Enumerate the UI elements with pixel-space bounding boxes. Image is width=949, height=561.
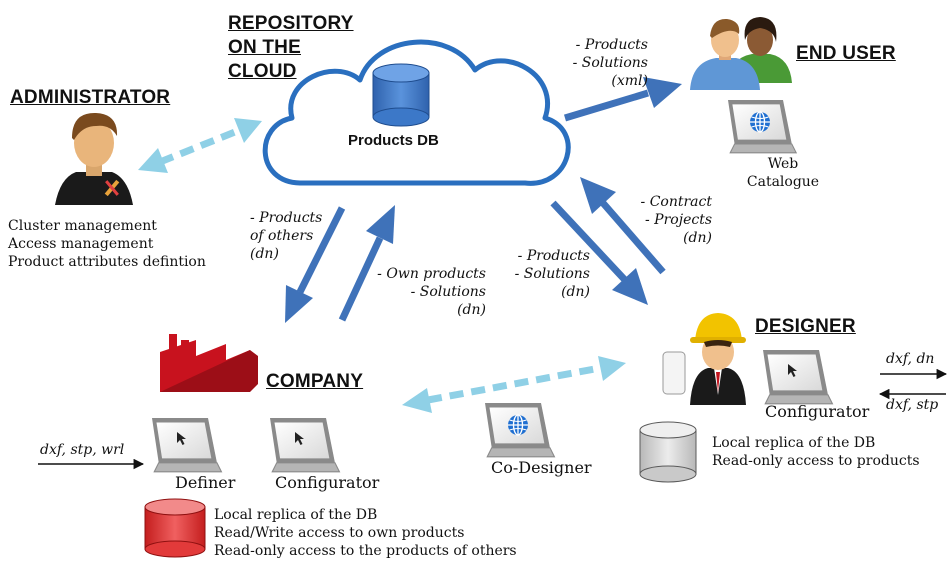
flow-label-line: - Products [250, 210, 323, 226]
repository-title-line: CLOUD [228, 61, 297, 82]
products-db-label: Products DB [348, 132, 439, 149]
flow-label-line: (xml) [611, 73, 648, 89]
flow-label-line: - Products [517, 248, 590, 264]
flow-label-from-company: - Own products - Solutions (dn) [360, 265, 486, 319]
company-db-note: Read-only access to the products of othe… [214, 543, 517, 559]
dashed-arrow-admin-cloud [138, 118, 262, 173]
company-db-notes: Local replica of the DB Read/Write acces… [214, 506, 517, 560]
designer-input-formats: dxf, stp [886, 397, 939, 413]
flow-label-to-company: - Products of others (dn) [250, 209, 322, 263]
products-db-icon [372, 63, 430, 127]
repository-title-line: ON THE [228, 37, 301, 58]
company-factory-icon [160, 334, 258, 392]
administrator-title: ADMINISTRATOR [10, 87, 171, 108]
flow-label-line: - Projects [645, 212, 712, 228]
web-catalogue-laptop-icon [727, 99, 797, 154]
flow-label-line: (dn) [457, 302, 486, 318]
end-user-title: END USER [796, 43, 896, 64]
designer-configurator-laptop-icon [762, 349, 834, 405]
flow-label-to-end-user: - Products - Solutions (xml) [548, 36, 648, 90]
flow-label-line: - Products [575, 37, 648, 53]
administrator-duty: Access management [8, 236, 154, 252]
repository-title-line: REPOSITORY [228, 13, 354, 34]
company-db-icon [144, 498, 206, 558]
arrow-from-designer [580, 177, 666, 275]
flow-label-line: (dn) [561, 284, 590, 300]
company-db-note: Local replica of the DB [214, 507, 378, 523]
flow-label-line: - Solutions [572, 55, 648, 71]
arrow-to-designer [550, 200, 648, 305]
administrator-duty: Product attributes defintion [8, 254, 206, 270]
co-designer-laptop-icon [484, 402, 556, 458]
web-catalogue-label-line: Catalogue [746, 174, 820, 190]
flow-label-line: (dn) [683, 230, 712, 246]
flow-label-line: - Contract [640, 194, 712, 210]
web-catalogue-label-line: Web [767, 156, 799, 172]
flow-label-line: - Solutions [514, 266, 590, 282]
company-db-note: Read/Write access to own products [214, 525, 465, 541]
designer-configurator-label: Configurator [765, 402, 870, 421]
designer-avatar-icon [662, 313, 746, 405]
designer-db-notes: Local replica of the DB Read-only access… [712, 434, 920, 470]
repository-title: REPOSITORY ON THE CLOUD [228, 12, 354, 84]
arrow-to-company [285, 206, 346, 323]
company-configurator-laptop-icon [269, 417, 341, 473]
administrator-duties: Cluster management Access management Pro… [8, 217, 206, 271]
administrator-duty: Cluster management [8, 218, 157, 234]
designer-output-formats: dxf, dn [886, 351, 935, 367]
designer-title: DESIGNER [755, 316, 856, 337]
end-user-avatars-icon [690, 17, 792, 90]
flow-label-to-designer: - Products - Solutions (dn) [490, 247, 590, 301]
definer-laptop-icon [151, 417, 223, 473]
arrow-from-company [338, 205, 395, 322]
flow-label-line: (dn) [250, 246, 279, 262]
web-catalogue-label: Web Catalogue [735, 155, 831, 191]
designer-db-icon [639, 421, 697, 483]
definer-label: Definer [175, 473, 236, 492]
company-input-formats: dxf, stp, wrl [40, 442, 125, 458]
dashed-arrow-company-designer [402, 356, 626, 413]
flow-label-line: - Solutions [410, 284, 486, 300]
arrow-to-end-user [563, 77, 682, 122]
co-designer-label: Co-Designer [491, 458, 592, 477]
administrator-avatar-icon [55, 112, 133, 205]
flow-label-line: - Own products [377, 266, 486, 282]
flow-label-from-designer: - Contract - Projects (dn) [610, 193, 712, 247]
designer-db-note: Local replica of the DB [712, 435, 876, 451]
flow-label-line: of others [250, 228, 314, 244]
company-title: COMPANY [266, 371, 364, 392]
designer-db-note: Read-only access to products [712, 453, 920, 469]
company-configurator-label: Configurator [275, 473, 380, 492]
